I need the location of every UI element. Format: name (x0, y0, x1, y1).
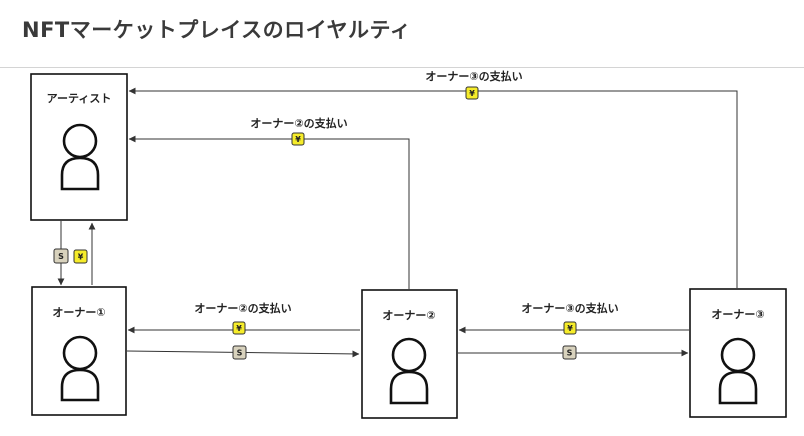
edge-label-owner2-to-artist: オーナー②の支払い (250, 116, 347, 130)
artist-node: アーティスト (30, 73, 128, 221)
page-title: NFTマーケットプレイスのロイヤルティ (22, 18, 412, 42)
title-divider (0, 67, 804, 68)
person-icon (389, 337, 429, 405)
arrow-owner2-to-artist (128, 135, 410, 289)
yen-badge: ¥ (73, 249, 88, 264)
yen-badge: ¥ (232, 321, 246, 335)
svg-text:S: S (58, 252, 64, 261)
edge-label-owner2-to-owner1: オーナー②の支払い (194, 301, 291, 315)
s-badge: S (53, 248, 69, 264)
svg-text:S: S (567, 349, 573, 358)
edge-label-owner3-to-artist: オーナー③の支払い (425, 69, 522, 83)
owner3-node: オーナー③ (689, 288, 787, 418)
svg-text:¥: ¥ (236, 324, 242, 333)
svg-text:¥: ¥ (567, 324, 573, 333)
yen-badge: ¥ (465, 86, 479, 100)
artist-label: アーティスト (47, 92, 112, 105)
yen-badge: ¥ (291, 132, 305, 146)
arrow-owner3-to-artist (128, 87, 738, 288)
s-badge: S (562, 345, 577, 360)
person-icon (60, 123, 100, 191)
svg-text:S: S (237, 349, 243, 358)
person-icon (718, 337, 758, 405)
svg-text:¥: ¥ (469, 89, 475, 98)
s-badge: S (232, 345, 247, 360)
svg-text:¥: ¥ (78, 253, 84, 262)
owner1-label: オーナー① (52, 306, 105, 319)
owner3-label: オーナー③ (711, 308, 764, 321)
owner1-node: オーナー① (31, 286, 127, 416)
owner2-label: オーナー② (382, 309, 435, 322)
person-icon (60, 335, 100, 402)
yen-badge: ¥ (563, 321, 577, 335)
svg-text:¥: ¥ (295, 135, 301, 144)
owner2-node: オーナー② (361, 289, 458, 419)
edge-label-owner3-to-owner2: オーナー③の支払い (521, 301, 618, 315)
